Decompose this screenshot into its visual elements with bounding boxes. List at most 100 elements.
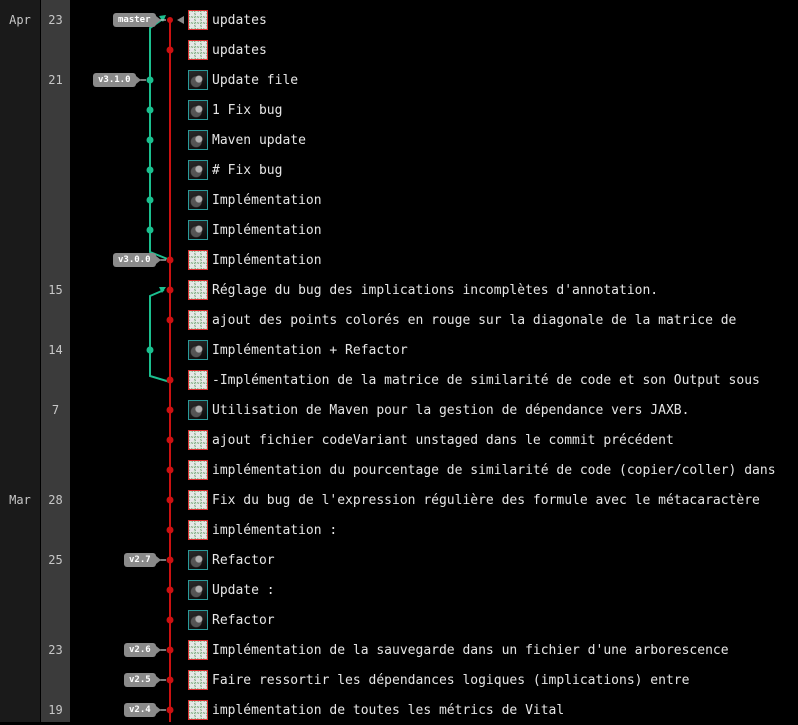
day-label: 14 [48, 343, 63, 357]
commit-message: ajout fichier codeVariant unstaged dans … [212, 432, 674, 448]
commit-row[interactable]: Implémentation [188, 185, 798, 215]
tag-label[interactable]: v2.5 [124, 673, 156, 687]
commit-dot [146, 346, 154, 354]
commit-row[interactable]: 1 Fix bug [188, 95, 798, 125]
commit-dot [166, 676, 174, 684]
commit-dot [146, 166, 154, 174]
commit-message: Implémentation [212, 192, 322, 208]
commit-row[interactable]: -Implémentation de la matrice de similar… [188, 365, 798, 395]
author-avatar-identicon [188, 640, 208, 660]
commit-dot [166, 406, 174, 414]
tag-label[interactable]: v2.7 [124, 553, 156, 567]
commit-dot [166, 556, 174, 564]
merge-arrow [159, 287, 166, 293]
merge-arrow [159, 15, 166, 22]
commit-row[interactable]: Faire ressortir les dépendances logiques… [188, 665, 798, 695]
author-avatar-photo [188, 220, 208, 240]
tag-pointer-icon [136, 76, 141, 84]
commit-row[interactable]: implémentation de toutes les métrics de … [188, 695, 798, 725]
commit-message: Refactor [212, 552, 275, 568]
commit-row[interactable]: updates [188, 35, 798, 65]
author-avatar-identicon [188, 700, 208, 720]
commit-row[interactable]: implémentation : [188, 515, 798, 545]
commit-dot [166, 706, 174, 714]
commit-row[interactable]: implémentation du pourcentage de similar… [188, 455, 798, 485]
commit-message: -Implémentation de la matrice de similar… [212, 372, 760, 388]
commit-row[interactable]: Implémentation [188, 245, 798, 275]
commit-row[interactable]: Refactor [188, 605, 798, 635]
commit-row[interactable]: Maven update [188, 125, 798, 155]
commit-dot [146, 196, 154, 204]
commit-dot [166, 646, 174, 654]
commit-row[interactable]: Réglage du bug des implications incomplè… [188, 275, 798, 305]
author-avatar-identicon [188, 250, 208, 270]
commit-row[interactable]: # Fix bug [188, 155, 798, 185]
tag-label[interactable]: v2.6 [124, 643, 156, 657]
commit-dot [166, 496, 174, 504]
author-avatar-identicon [188, 280, 208, 300]
feature-branch-line [149, 289, 171, 383]
commit-row[interactable]: Update file [188, 65, 798, 95]
commit-dot [146, 136, 154, 144]
commit-row[interactable]: ajout fichier codeVariant unstaged dans … [188, 425, 798, 455]
day-label: 15 [48, 283, 63, 297]
author-avatar-photo [188, 190, 208, 210]
commit-dot [166, 616, 174, 624]
author-avatar-photo [188, 160, 208, 180]
commit-dot [166, 286, 174, 294]
author-avatar-photo [188, 550, 208, 570]
commit-message: Refactor [212, 612, 275, 628]
commit-message: updates [212, 42, 267, 58]
tag-pointer-icon [156, 646, 161, 654]
author-avatar-photo [188, 130, 208, 150]
tag-pointer-icon [156, 556, 161, 564]
author-avatar-identicon [188, 310, 208, 330]
author-avatar-photo [188, 100, 208, 120]
author-avatar-identicon [188, 430, 208, 450]
commit-dot [146, 76, 154, 84]
commit-dot [167, 17, 173, 23]
commit-row[interactable]: Implémentation de la sauvegarde dans un … [188, 635, 798, 665]
month-column [0, 0, 40, 722]
author-avatar-photo [188, 70, 208, 90]
commit-dot [166, 316, 174, 324]
commit-row[interactable]: Utilisation de Maven pour la gestion de … [188, 395, 798, 425]
day-label: 19 [48, 703, 63, 717]
commit-row[interactable]: Update : [188, 575, 798, 605]
commit-message: implémentation : [212, 522, 338, 538]
commit-row[interactable]: Implémentation + Refactor [188, 335, 798, 365]
commit-dot [166, 436, 174, 444]
author-avatar-photo [188, 580, 208, 600]
day-label: 23 [48, 13, 63, 27]
author-avatar-identicon [188, 10, 208, 30]
author-avatar-photo [188, 340, 208, 360]
tag-label[interactable]: master [113, 13, 156, 27]
commit-message: Implémentation de la sauvegarde dans un … [212, 642, 729, 658]
day-label: 28 [48, 493, 63, 507]
commit-row[interactable]: ajout des points colorés en rouge sur la… [188, 305, 798, 335]
tag-pointer-icon [156, 256, 161, 264]
day-label: 21 [48, 73, 63, 87]
commit-row[interactable]: Implémentation [188, 215, 798, 245]
commit-row[interactable]: updates [188, 5, 798, 35]
day-label: 25 [48, 553, 63, 567]
commit-dot [166, 466, 174, 474]
commit-message: Implémentation [212, 222, 322, 238]
commit-dot [166, 526, 174, 534]
author-avatar-identicon [188, 490, 208, 510]
tag-label[interactable]: v3.1.0 [93, 73, 136, 87]
tag-label[interactable]: v3.0.0 [113, 253, 156, 267]
tag-pointer-icon [156, 676, 161, 684]
commit-message: Update file [212, 72, 299, 88]
day-label: 23 [48, 643, 63, 657]
tag-label[interactable]: v2.4 [124, 703, 156, 717]
tag-pointer-icon [156, 16, 161, 24]
commit-dot [166, 256, 174, 264]
author-avatar-identicon [188, 40, 208, 60]
commit-dot [166, 586, 174, 594]
commit-message: Implémentation + Refactor [212, 342, 408, 358]
commit-row[interactable]: Refactor [188, 545, 798, 575]
commit-message: Utilisation de Maven pour la gestion de … [212, 402, 690, 418]
author-avatar-identicon [188, 520, 208, 540]
commit-row[interactable]: Fix du bug de l'expression régulière des… [188, 485, 798, 515]
